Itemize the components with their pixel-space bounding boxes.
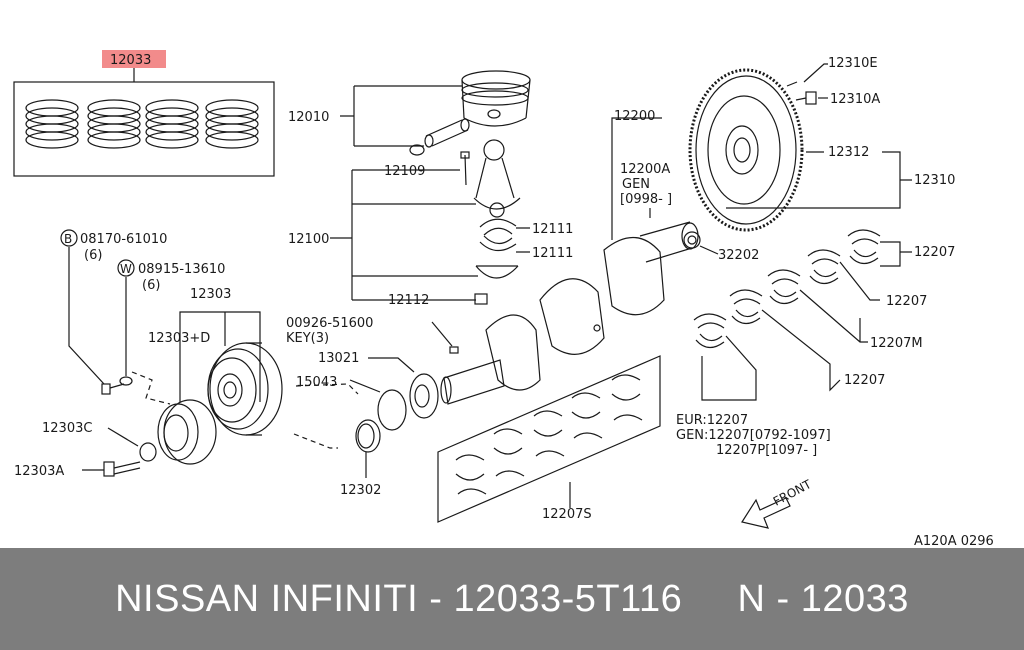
pulley-bolt-small	[101, 383, 125, 395]
label-12303-d[interactable]: 12303+D	[148, 331, 210, 346]
bearing-set-frame	[437, 355, 661, 523]
label-08170-qty: (6)	[84, 248, 102, 263]
label-12207-fourth[interactable]: 12207	[844, 373, 885, 388]
label-gen-12207: GEN:12207[0792-1097]	[676, 428, 831, 443]
label-gen-1: GEN	[622, 177, 650, 192]
rod-bolt	[460, 151, 470, 186]
front-arrow-icon	[741, 497, 791, 529]
label-12112[interactable]: 12112	[388, 293, 429, 308]
ring-stack-2	[87, 99, 141, 149]
main-bearings	[693, 229, 881, 349]
flywheel	[688, 68, 804, 232]
label-12303c[interactable]: 12303C	[42, 421, 92, 436]
label-key: KEY(3)	[286, 331, 329, 346]
label-12310[interactable]: 12310	[914, 173, 955, 188]
ring-stack-1	[25, 99, 79, 149]
label-12207s[interactable]: 12207S	[542, 507, 592, 522]
label-32202[interactable]: 32202	[718, 248, 759, 263]
caption-text: NISSAN INFINITI - 12033-5T116 N - 12033	[115, 577, 909, 620]
parts-diagram: 12033 12010 12109 12100 12111 12111 1211…	[13, 50, 994, 548]
label-12302[interactable]: 12302	[340, 483, 381, 498]
connecting-rod	[473, 139, 521, 218]
balancer-ring	[157, 399, 217, 465]
b-circle-letter: B	[64, 232, 72, 246]
pilot-bushing	[683, 231, 701, 249]
crank-pulley	[207, 342, 283, 436]
label-08915-qty: (6)	[142, 278, 160, 293]
label-08170-61010[interactable]: 08170-61010	[80, 232, 167, 247]
label-12010[interactable]: 12010	[288, 110, 329, 125]
label-12312[interactable]: 12312	[828, 145, 869, 160]
bearing-set-12207s	[455, 374, 643, 495]
crank-sprocket	[377, 373, 439, 431]
label-12207m[interactable]: 12207M	[870, 336, 923, 351]
snap-ring	[409, 144, 425, 156]
w-circle-letter: W	[120, 262, 132, 276]
pulley-bolt	[103, 461, 141, 477]
label-12111-upper[interactable]: 12111	[532, 222, 573, 237]
label-12207-top[interactable]: 12207	[914, 245, 955, 260]
label-12111-lower[interactable]: 12111	[532, 246, 573, 261]
label-12310e[interactable]: 12310E	[828, 56, 878, 71]
label-gen-1-range: [0998- ]	[620, 192, 672, 207]
ring-stack-4	[205, 99, 259, 149]
diagram-code: A120A 0296	[914, 534, 994, 548]
ring-stack-3	[145, 99, 199, 149]
label-12303a[interactable]: 12303A	[14, 464, 64, 479]
label-12109[interactable]: 12109	[384, 164, 425, 179]
crankshaft	[440, 221, 699, 405]
piston-pin	[424, 118, 470, 148]
label-12100[interactable]: 12100	[288, 232, 329, 247]
rod-cap	[475, 265, 519, 279]
label-12207-second[interactable]: 12207	[886, 294, 927, 309]
label-13021[interactable]: 13021	[318, 351, 359, 366]
dowel-pin	[786, 81, 798, 87]
label-12303[interactable]: 12303	[190, 287, 231, 302]
b-circle	[60, 229, 78, 247]
label-eur-12207: EUR:12207	[676, 413, 748, 428]
piston	[461, 70, 531, 127]
rod-bearing-lower	[479, 235, 517, 252]
rod-nut	[474, 293, 488, 305]
ring-set-box	[13, 81, 275, 177]
flywheel-bolt	[795, 91, 817, 105]
label-12033[interactable]: 12033	[110, 53, 151, 68]
label-15043[interactable]: 15043	[296, 375, 337, 390]
ring-set-highlight[interactable]	[102, 50, 166, 68]
piston-ring-set	[25, 99, 259, 149]
label-12200a[interactable]: 12200A	[620, 162, 670, 177]
woodruff-key	[449, 346, 459, 354]
caption-bar: NISSAN INFINITI - 12033-5T116 N - 12033	[0, 548, 1024, 650]
label-12207p: 12207P[1097- ]	[716, 443, 817, 458]
rod-bearing-upper	[479, 218, 517, 236]
label-08915-13610[interactable]: 08915-13610	[138, 262, 225, 277]
label-12310a[interactable]: 12310A	[830, 92, 880, 107]
pulley-washer	[139, 442, 157, 462]
label-00926-51600[interactable]: 00926-51600	[286, 316, 373, 331]
washer-small	[119, 376, 133, 386]
label-front: FRONT	[771, 477, 814, 509]
label-12200[interactable]: 12200	[614, 109, 655, 124]
w-circle	[117, 259, 135, 277]
oil-pump-spacer	[355, 419, 381, 453]
